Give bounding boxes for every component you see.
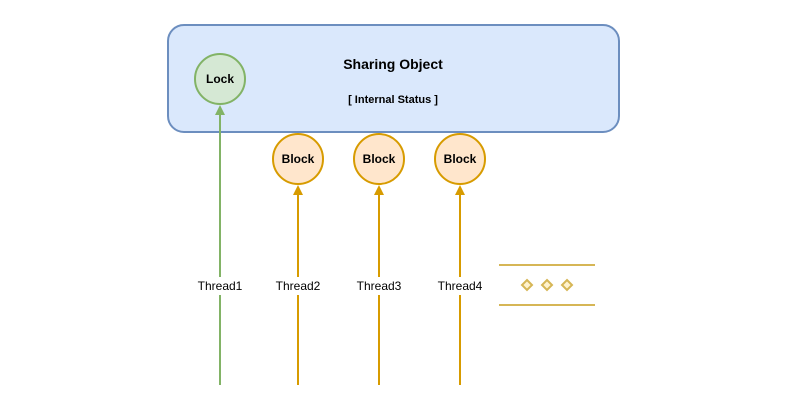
thread-label: Thread2 (276, 279, 321, 293)
lock-label: Lock (206, 72, 234, 86)
ellipsis-diamond-icon (540, 278, 554, 292)
internal-status-label: [ Internal Status ] (348, 94, 438, 106)
block-label: Block (444, 152, 477, 166)
block-node: Block (272, 133, 324, 185)
lock-circle (194, 53, 246, 105)
thread-3: Thread3 (352, 185, 406, 385)
thread-label: Thread1 (198, 279, 243, 293)
block-circle (434, 133, 486, 185)
thread-1: Thread1 (193, 105, 247, 385)
thread-label: Thread4 (438, 279, 483, 293)
thread-label-bg (271, 277, 325, 295)
block-label: Block (282, 152, 315, 166)
more-threads-ellipsis (499, 264, 595, 306)
thread-4: Thread4 (433, 185, 487, 385)
block-node: Block (353, 133, 405, 185)
block-circle (353, 133, 405, 185)
thread-label: Thread3 (357, 279, 402, 293)
ellipsis-diamond-icon (560, 278, 574, 292)
sharing-object: Sharing Object [ Internal Status ] (167, 24, 620, 133)
sharing-object-box (167, 24, 620, 133)
thread-label-bg (352, 277, 406, 295)
ellipsis-diamond-icon (520, 278, 534, 292)
lock-node: Lock (194, 53, 246, 105)
block-label: Block (363, 152, 396, 166)
block-circle (272, 133, 324, 185)
sharing-object-title: Sharing Object (343, 56, 443, 72)
thread-2: Thread2 (271, 185, 325, 385)
block-node: Block (434, 133, 486, 185)
thread-label-bg (433, 277, 487, 295)
thread-label-bg (193, 277, 247, 295)
